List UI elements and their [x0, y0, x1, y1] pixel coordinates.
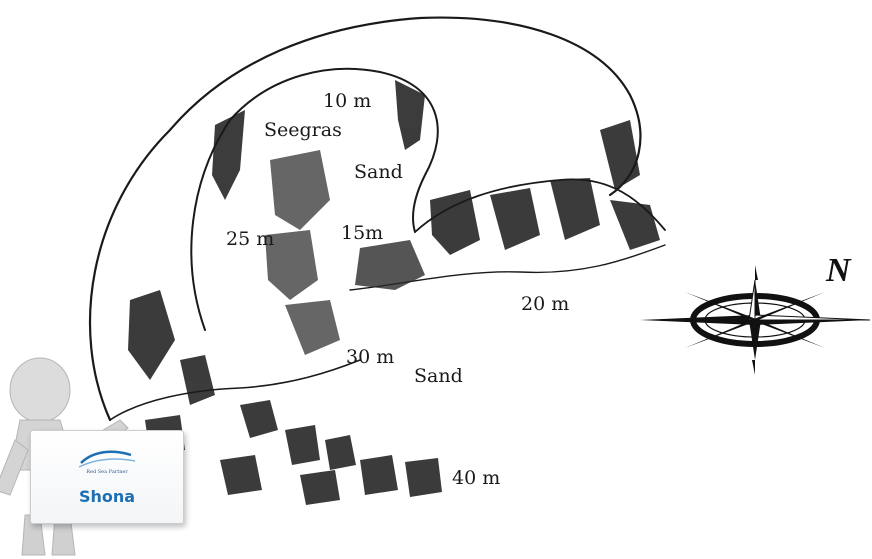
logo-text: Red Sea Partner [86, 469, 128, 475]
label-20m: 20 m [521, 293, 570, 315]
label-seegras: Seegras [264, 119, 342, 141]
compass-rose-icon [640, 265, 871, 375]
label-25m: 25 m [226, 228, 275, 250]
reef-shading [128, 80, 660, 405]
label-15m: 15m [341, 222, 384, 244]
seagrass-patch [265, 150, 340, 355]
rock-15m [355, 240, 425, 290]
label-30m: 30 m [346, 346, 395, 368]
north-indicator: N [826, 252, 851, 289]
label-sand-upper: Sand [354, 161, 403, 183]
site-name-sign: Red Sea Partner Shona [30, 430, 184, 524]
site-name: Shona [78, 487, 136, 506]
label-sand-lower: Sand [414, 365, 463, 387]
logo-wave-icon [78, 450, 136, 468]
3d-figure-icon [0, 357, 129, 556]
coral-bommies [145, 400, 442, 505]
label-10m: 10 m [323, 90, 372, 112]
label-40m: 40 m [452, 467, 501, 489]
